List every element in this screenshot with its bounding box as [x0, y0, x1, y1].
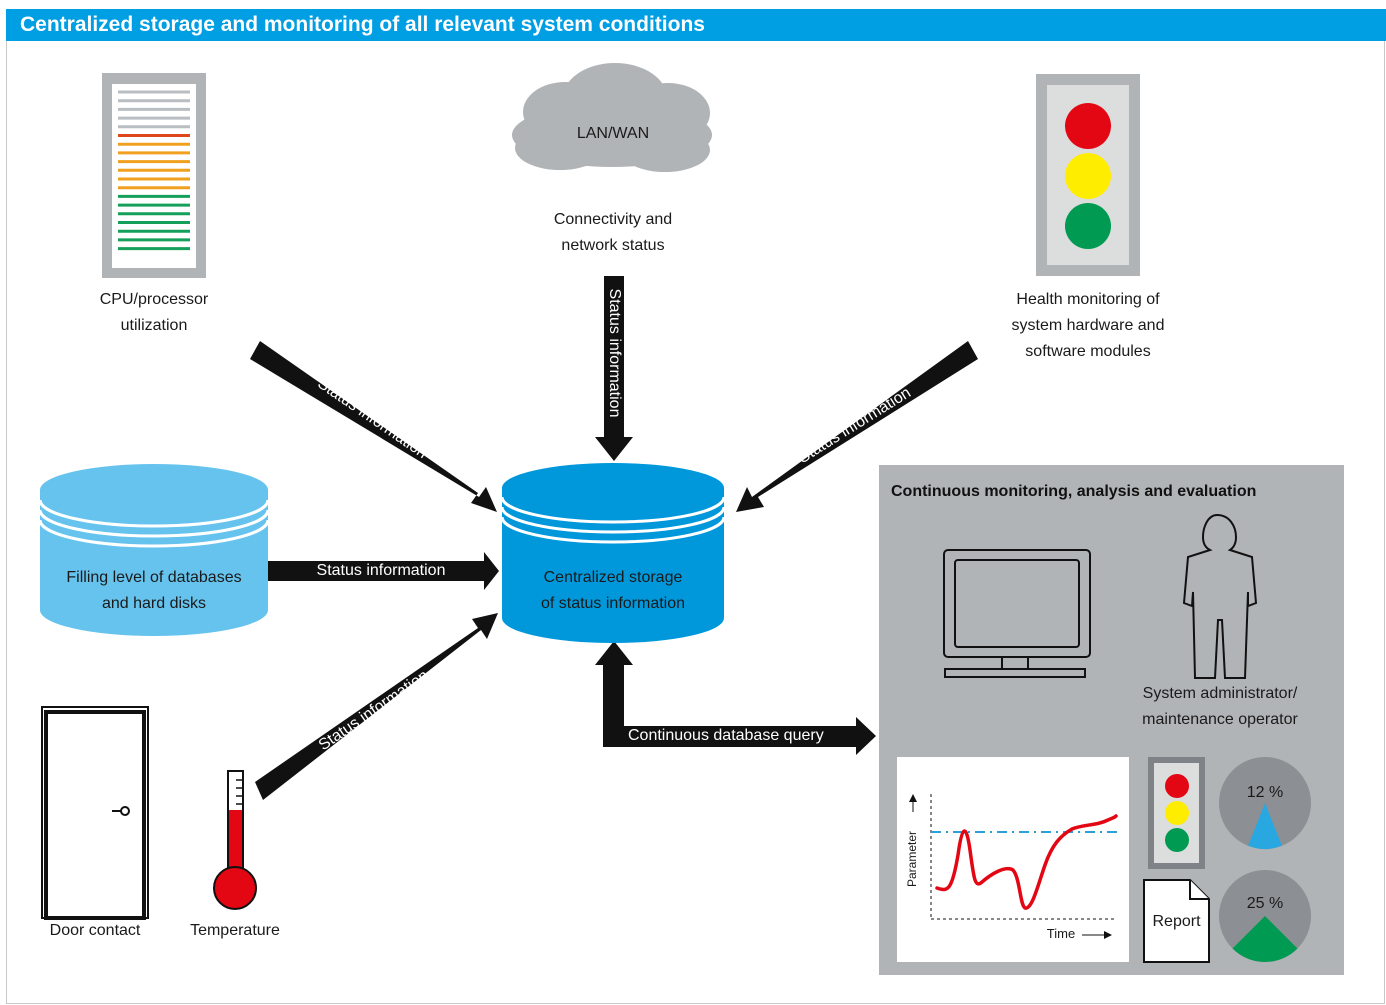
report-icon	[1143, 879, 1210, 963]
temperature-caption: Temperature	[190, 922, 280, 939]
diagram-frame	[6, 41, 1385, 1004]
disks-caption: Filling level of databases and hard disk…	[48, 565, 260, 617]
thermometer-icon	[213, 770, 257, 910]
cloud-label: LAN/WAN	[576, 125, 650, 142]
cpu-caption-line: CPU/processor	[99, 291, 209, 308]
arrow-health-to-center	[736, 341, 978, 512]
health-caption: Health monitoring of system hardware and…	[990, 287, 1186, 365]
traffic-light-icon	[1036, 74, 1140, 276]
central-caption-line: Centralized storage	[543, 569, 683, 586]
health-caption-line: software modules	[1025, 343, 1151, 360]
person-icon	[1182, 513, 1258, 679]
report-label: Report	[1152, 913, 1201, 930]
disks-caption-line: and hard disks	[101, 595, 207, 612]
parameter-chart	[897, 757, 1129, 962]
pie-bottom-slice	[1232, 916, 1298, 962]
arrow-disks-to-center	[264, 552, 499, 590]
chart-y-axis-label: Parameter	[905, 830, 919, 888]
pie-chart-top	[1219, 757, 1311, 850]
pie-top-slice	[1248, 803, 1282, 850]
arrow-database-query	[595, 641, 876, 755]
health-caption-line: system hardware and	[1011, 317, 1165, 334]
arrow-label-query: Continuous database query	[628, 727, 824, 744]
person-caption-line: System administrator/	[1142, 685, 1298, 702]
arrow-network-to-center	[595, 276, 633, 461]
arrow-label-disks: Status information	[316, 562, 446, 579]
chart-series-line	[935, 814, 1118, 910]
cpu-caption-line: utilization	[120, 317, 188, 334]
monitor-icon	[943, 549, 1091, 678]
cpu-meter-icon	[102, 73, 206, 278]
page-title: Centralized storage and monitoring of al…	[20, 13, 705, 36]
title-bar: Centralized storage and monitoring of al…	[6, 9, 1386, 41]
small-traffic-light-icon	[1148, 757, 1205, 869]
disk-database-icon	[38, 464, 270, 636]
door-icon	[41, 706, 149, 920]
cloud-icon	[512, 63, 712, 172]
monitoring-panel-title: Continuous monitoring, analysis and eval…	[891, 483, 1257, 500]
cpu-caption: CPU/processor utilization	[80, 287, 228, 339]
pie-chart-bottom	[1219, 870, 1311, 962]
arrow-temperature-to-center	[255, 613, 498, 800]
arrow-label-network: Status information	[606, 288, 623, 418]
pie-top-label: 12 %	[1246, 784, 1284, 801]
door-caption: Door contact	[49, 922, 141, 939]
network-caption-line: network status	[561, 237, 665, 254]
pie-bottom-label: 25 %	[1246, 895, 1284, 912]
network-caption: Connectivity and network status	[530, 207, 696, 259]
health-caption-line: Health monitoring of	[1016, 291, 1160, 308]
central-caption: Centralized storage of status informatio…	[520, 565, 706, 617]
person-caption: System administrator/ maintenance operat…	[1125, 681, 1315, 733]
network-caption-line: Connectivity and	[553, 211, 673, 228]
arrow-cpu-to-center	[250, 341, 497, 512]
disks-caption-line: Filling level of databases	[66, 569, 242, 586]
central-database-icon	[500, 463, 726, 643]
person-caption-line: maintenance operator	[1142, 711, 1298, 728]
central-caption-line: of status information	[540, 595, 686, 612]
chart-x-axis-label: Time	[1046, 926, 1076, 941]
